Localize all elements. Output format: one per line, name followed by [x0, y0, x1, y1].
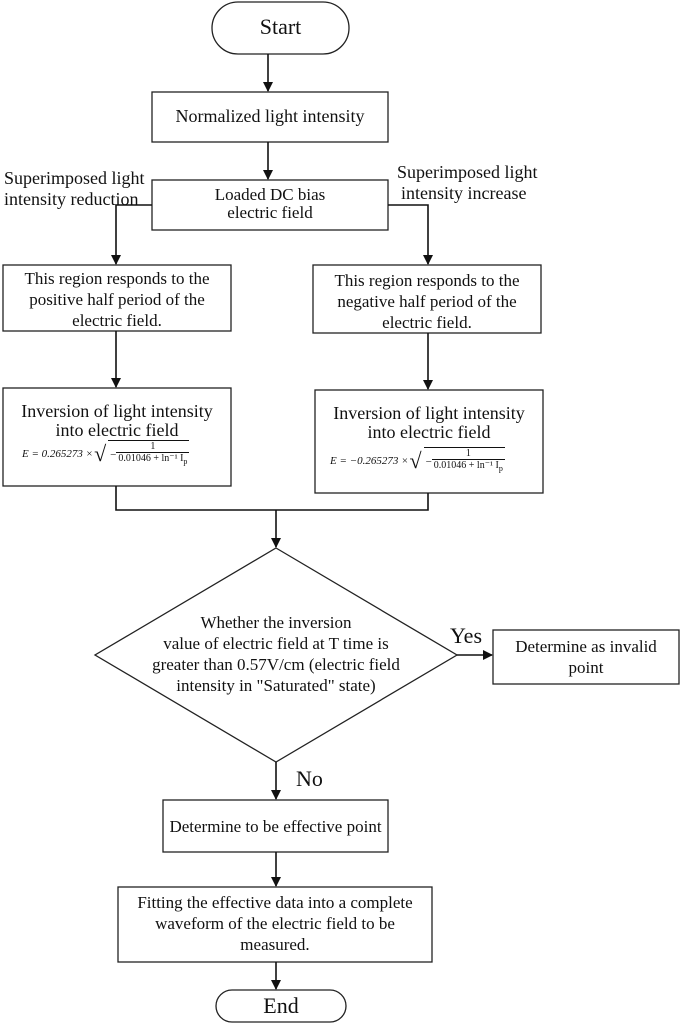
right-formula-den-text: 0.01046 + ln⁻¹ I [433, 460, 499, 471]
left-formula-sign: − [110, 448, 117, 461]
right-branch-line-1: Superimposed light [397, 162, 538, 182]
arrow-bias-left [111, 204, 152, 265]
right-inversion-label: Inversion of light intensity into electr… [315, 404, 543, 442]
fitting-line-1: Fitting the effective data into a comple… [137, 893, 413, 912]
merge-line [115, 486, 429, 511]
fitting-box [117, 886, 433, 963]
left-region-line-2: positive half period of the [29, 290, 205, 309]
right-region-line-1: This region responds to the [334, 271, 520, 290]
left-region-line-1: This region responds to the [24, 269, 210, 288]
normalize-label: Normalized light intensity [175, 106, 365, 126]
right-formula: E = −0.265273 × √ − 1 0.01046 + ln⁻¹ Ip [330, 447, 505, 475]
right-region-line-2: negative half period of the [337, 292, 517, 311]
bias-label: Loaded DC bias electric field [152, 186, 388, 222]
right-formula-denominator: 0.01046 + ln⁻¹ Ip [431, 459, 505, 475]
left-formula-lhs: E = 0.265273 × [22, 448, 94, 460]
bias-line-1: Loaded DC bias [214, 185, 326, 204]
right-inversion-box [314, 389, 544, 494]
sqrt-icon: √ [409, 448, 422, 473]
left-branch-label: Superimposed light intensity reduction [4, 168, 145, 210]
end-label: End [263, 993, 299, 1018]
right-formula-fraction: 1 0.01046 + ln⁻¹ Ip [431, 448, 505, 475]
right-region-line-3: electric field. [382, 313, 472, 332]
start-label: Start [259, 14, 302, 39]
yes-label: Yes [450, 623, 483, 648]
right-inversion-line-2: into electric field [367, 422, 491, 442]
invalid-label: Determine as invalid point [493, 636, 679, 678]
left-inversion-line-2: into electric field [55, 420, 179, 440]
right-region-box [312, 264, 542, 334]
end-terminator [215, 989, 347, 1023]
start-terminator [211, 1, 350, 55]
no-label: No [296, 766, 323, 791]
left-inversion-label: Inversion of light intensity into electr… [3, 402, 231, 440]
fitting-label: Fitting the effective data into a comple… [118, 892, 432, 955]
right-branch-line-2: intensity increase [401, 183, 527, 203]
right-region-label: This region responds to the negative hal… [313, 270, 541, 333]
invalid-box [492, 629, 680, 685]
right-formula-numerator: 1 [465, 448, 471, 459]
decision-line-1: Whether the inversion [200, 613, 352, 632]
left-region-label: This region responds to the positive hal… [3, 268, 231, 331]
effective-label: Determine to be effective point [169, 817, 382, 836]
left-formula-radicand: − 1 0.01046 + ln⁻¹ Ip [108, 440, 190, 468]
right-formula-sub: p [498, 464, 503, 473]
decision-line-3: greater than 0.57V/cm (electric field [152, 655, 400, 674]
invalid-line-2: point [568, 658, 604, 677]
normalize-box [151, 91, 389, 143]
left-inversion-line-1: Inversion of light intensity [21, 401, 213, 421]
bias-line-2: electric field [227, 203, 313, 222]
fitting-line-2: waveform of the electric field to be [155, 914, 395, 933]
left-formula-sub: p [183, 457, 188, 466]
left-formula-denominator: 0.01046 + ln⁻¹ Ip [116, 452, 190, 468]
invalid-line-1: Determine as invalid [515, 637, 657, 656]
right-formula-sign: − [425, 455, 432, 468]
left-branch-line-1: Superimposed light [4, 168, 145, 188]
decision-line-4: intensity in "Saturated" state) [176, 676, 376, 695]
sqrt-icon: √ [94, 441, 107, 466]
decision-label: Whether the inversion value of electric … [126, 612, 426, 696]
left-region-line-3: electric field. [72, 311, 162, 330]
left-formula-den-text: 0.01046 + ln⁻¹ I [118, 453, 184, 464]
right-formula-lhs: E = −0.265273 × [330, 455, 409, 467]
arrow-bias-right [388, 204, 433, 265]
left-branch-line-2: intensity reduction [4, 189, 139, 209]
left-inversion-box [2, 387, 232, 487]
right-inversion-line-1: Inversion of light intensity [333, 403, 525, 423]
left-formula-fraction: 1 0.01046 + ln⁻¹ Ip [116, 441, 190, 468]
left-formula: E = 0.265273 × √ − 1 0.01046 + ln⁻¹ Ip [22, 440, 190, 468]
left-region-box [2, 264, 232, 332]
left-formula-numerator: 1 [150, 441, 156, 452]
decision-line-2: value of electric field at T time is [163, 634, 389, 653]
right-formula-radicand: − 1 0.01046 + ln⁻¹ Ip [423, 447, 505, 475]
right-branch-label: Superimposed light intensity increase [397, 162, 538, 204]
fitting-line-3: measured. [240, 935, 310, 954]
